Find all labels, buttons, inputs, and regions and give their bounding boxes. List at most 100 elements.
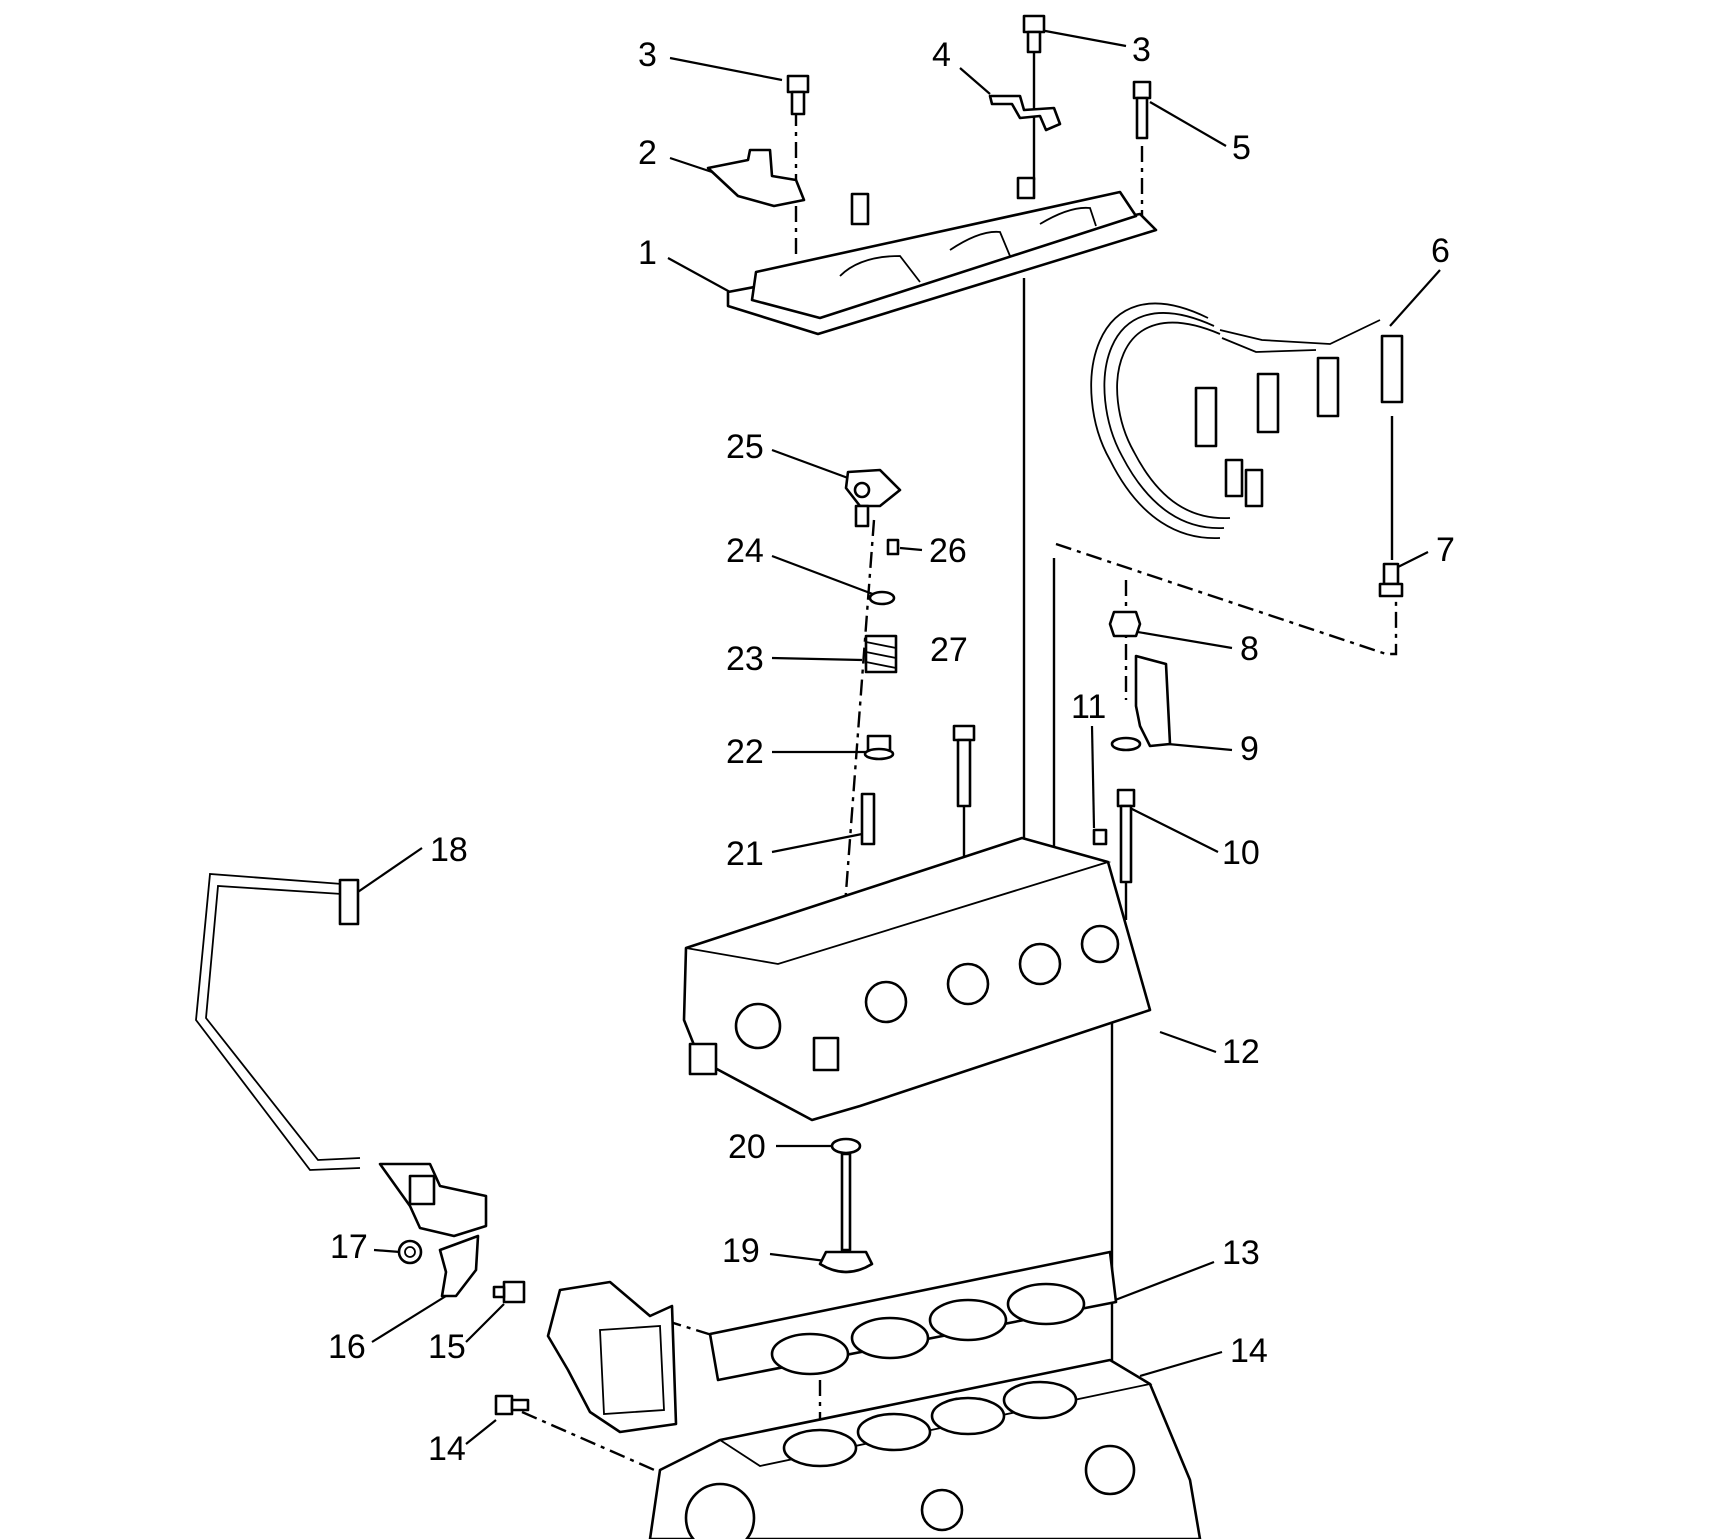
callout-9: 9 xyxy=(1240,730,1259,768)
stud-shank xyxy=(1135,96,1149,140)
callout-25: 24 xyxy=(726,532,764,570)
leader-10 xyxy=(1129,807,1219,853)
valve-stem xyxy=(840,1152,852,1252)
callout-17: 16 xyxy=(328,1328,366,1366)
bracket-outline xyxy=(706,148,806,208)
head-gasket-13 xyxy=(708,1250,1118,1382)
leader-16 xyxy=(465,1303,505,1343)
bracket-4 xyxy=(988,94,1062,132)
stud-shank xyxy=(1119,804,1133,884)
egr-plate xyxy=(599,1325,665,1415)
nut-8 xyxy=(1108,610,1142,638)
gasket-bore-2 xyxy=(850,1316,930,1360)
block-side-boss xyxy=(1084,1444,1136,1496)
callout-7: 7 xyxy=(1436,531,1455,569)
valve-guide-22 xyxy=(860,792,876,846)
callout-16: 15 xyxy=(428,1328,466,1366)
callout-20: 19 xyxy=(722,1232,760,1270)
leader-4 xyxy=(959,67,991,95)
block-mid-boss xyxy=(920,1488,964,1532)
callout-labels: 3 3 4 5 2 1 6 25 26 24 7 23 27 8 11 9 22… xyxy=(328,31,1455,1468)
callout-23: 22 xyxy=(726,733,764,771)
port-1 xyxy=(734,1002,782,1050)
bolt-head xyxy=(494,1394,514,1416)
callout-3-left: 3 xyxy=(638,36,657,74)
keeper xyxy=(886,538,900,556)
head-sensor-boss xyxy=(812,1036,840,1072)
nut-outer xyxy=(397,1239,423,1265)
stud-nut xyxy=(1132,80,1152,100)
cover-rib-2 xyxy=(949,230,1011,257)
hose-19 xyxy=(195,873,361,1171)
coil-terminal-2 xyxy=(1244,468,1264,508)
leader-11 xyxy=(1090,725,1096,829)
leader-15 xyxy=(465,1419,497,1445)
callout-8: 8 xyxy=(1240,630,1259,668)
leader-3-right xyxy=(1039,28,1127,48)
leader-2 xyxy=(669,156,713,174)
callout-13: 13 xyxy=(1222,1234,1260,1272)
leader-13 xyxy=(1109,1260,1215,1304)
bolt-7 xyxy=(1378,562,1404,598)
callout-10: 10 xyxy=(1222,834,1260,872)
callout-26: 25 xyxy=(726,428,764,466)
bolt-shank xyxy=(790,90,806,116)
solenoid-assembly xyxy=(378,1162,488,1238)
callout-22: 21 xyxy=(726,835,764,873)
bracket-outline xyxy=(988,94,1062,132)
fitting-16 xyxy=(492,1280,526,1304)
callout-2: 2 xyxy=(638,134,657,172)
callout-24: 23 xyxy=(726,640,764,678)
egr-housing xyxy=(546,1280,678,1434)
leader-18 xyxy=(373,1248,401,1254)
bracket-17 xyxy=(438,1234,480,1298)
retainer xyxy=(868,590,896,606)
head-deck-top xyxy=(685,837,1112,965)
block-bore-4 xyxy=(1002,1380,1078,1420)
callout-21: 20 xyxy=(728,1128,766,1166)
callout-3-right: 3 xyxy=(1132,31,1151,69)
bolt-head xyxy=(952,724,976,742)
cover-rib-3 xyxy=(1039,206,1097,227)
hose-line-inner xyxy=(205,885,361,1161)
leader-24 xyxy=(771,656,863,662)
leader-3-left xyxy=(669,56,783,82)
stud-nut xyxy=(1116,788,1136,808)
cover-filler-neck xyxy=(850,192,870,226)
coil-terminal-1 xyxy=(1224,458,1244,498)
leader-5 xyxy=(1149,101,1227,147)
wire-run-2 xyxy=(1221,337,1317,353)
leader-25 xyxy=(771,554,879,598)
nut-hole xyxy=(404,1246,416,1258)
rocker-pivot xyxy=(853,481,871,499)
spring-retainer-25 xyxy=(868,590,896,606)
callout-28: 27 xyxy=(930,631,968,669)
fitting-hex xyxy=(502,1280,526,1304)
callout-5: 5 xyxy=(1232,129,1251,167)
callout-18: 17 xyxy=(330,1228,368,1266)
valve-seat-21 xyxy=(830,1137,862,1155)
plug-boot-1 xyxy=(1194,386,1218,448)
bracket-outline xyxy=(1134,654,1172,748)
hose-line-outer xyxy=(195,873,361,1171)
head-side-boss xyxy=(688,1042,718,1076)
spring-coils xyxy=(865,641,897,669)
wire-loop-outer xyxy=(1090,302,1221,539)
leader-1 xyxy=(667,257,731,293)
valve-seal-23 xyxy=(863,734,895,761)
gasket-bore-4 xyxy=(1006,1282,1086,1326)
hose-end-fitting xyxy=(338,878,360,926)
stud-10 xyxy=(1116,788,1136,884)
block-front-bore xyxy=(684,1482,756,1539)
cylinder-head-12 xyxy=(682,836,1152,1122)
gasket-bore-1 xyxy=(770,1332,850,1376)
fitting-nipple xyxy=(492,1285,506,1299)
block-deck xyxy=(717,1359,1153,1467)
dowel-11 xyxy=(1092,828,1108,846)
leader-19 xyxy=(351,847,423,897)
block-bore-1 xyxy=(782,1428,858,1468)
valve-spring-24 xyxy=(864,634,898,674)
leader-9 xyxy=(1167,742,1233,752)
